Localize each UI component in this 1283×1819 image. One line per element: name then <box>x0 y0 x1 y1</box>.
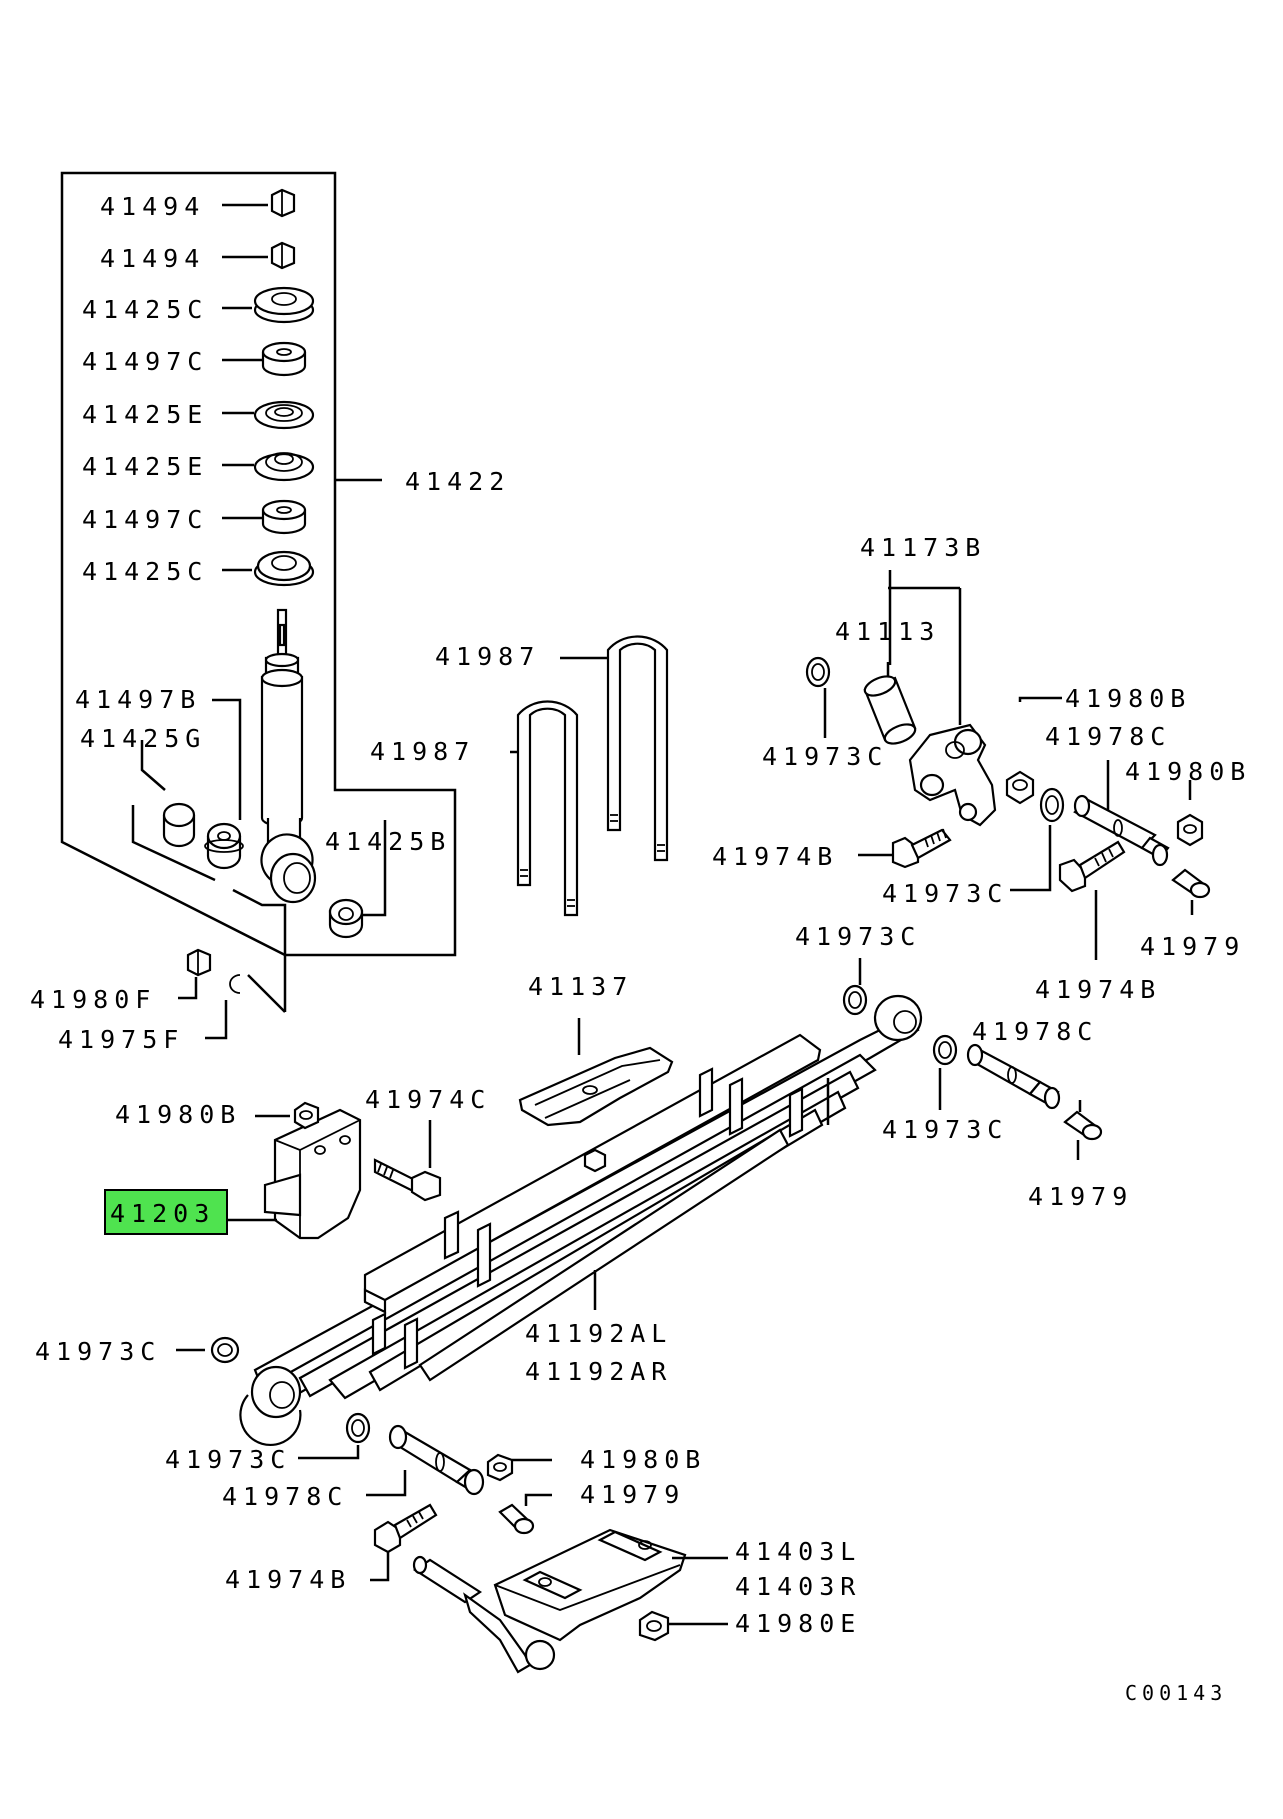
bushing-41497c-a <box>222 341 307 377</box>
label-41978c-b: 41978C <box>972 1017 1098 1046</box>
label-41494-b: 41494 <box>100 244 205 273</box>
label-41973c-d: 41973C <box>882 1115 1008 1144</box>
shackle-41173b <box>908 723 997 827</box>
nut-41980b-c <box>255 1101 320 1130</box>
label-41173b: 41173B <box>860 533 986 562</box>
label-41497b: 41497B <box>75 685 201 714</box>
label-41192al: 41192AL <box>525 1319 672 1348</box>
aux-line-a <box>131 805 216 882</box>
label-41974b-b: 41974B <box>1035 975 1161 1004</box>
nut-41980b-b <box>1176 780 1204 847</box>
washer-41973c-e <box>176 1336 240 1364</box>
washer-41425e-b <box>222 452 315 482</box>
washer-41973c-d <box>932 1034 958 1110</box>
nut-41980f <box>178 948 212 1000</box>
bolt-41974b-c <box>370 1503 438 1582</box>
grease-fitting-41979-a <box>1171 868 1211 915</box>
washer-41425e-a <box>222 400 315 430</box>
bolt-41974c <box>373 1120 442 1202</box>
pin-41978c-c <box>366 1424 485 1497</box>
label-41425c-b: 41425C <box>82 557 208 586</box>
label-41978c-a: 41978C <box>1045 722 1171 751</box>
label-41980f: 41980F <box>30 985 156 1014</box>
label-41974c: 41974C <box>365 1085 491 1114</box>
label-41403l: 41403L <box>735 1537 861 1566</box>
label-41973c-e: 41973C <box>35 1337 161 1366</box>
spring-seat-41137 <box>518 1018 674 1127</box>
label-41113: 41113 <box>835 617 940 646</box>
label-41979-b: 41979 <box>1028 1182 1133 1211</box>
nut-41980b-d <box>486 1453 552 1482</box>
label-41980b-b: 41980B <box>1125 757 1251 786</box>
bushing-41497c-b <box>222 499 307 535</box>
clip-41975f <box>205 974 241 1040</box>
grease-fitting-41979-b <box>1063 1110 1103 1160</box>
label-41980e: 41980E <box>735 1609 861 1638</box>
leader-41173b-top <box>888 570 960 590</box>
bracket-41203 <box>228 1108 362 1240</box>
label-41979-a: 41979 <box>1140 932 1245 961</box>
aux-line-c <box>247 974 286 1013</box>
label-41425c-a: 41425C <box>82 295 208 324</box>
label-41425e-b: 41425E <box>82 452 208 481</box>
bolt-41974b-b <box>1058 840 1126 960</box>
label-41975f: 41975F <box>58 1025 184 1054</box>
label-41494-a: 41494 <box>100 192 205 221</box>
grease-fitting-41979-c <box>498 1493 552 1535</box>
label-41973c-f: 41973C <box>165 1445 291 1474</box>
label-41987-b: 41987 <box>370 737 475 766</box>
spring-pad-41403 <box>412 1528 728 1674</box>
label-41974b-a: 41974B <box>712 842 838 871</box>
shock-absorber-41422 <box>260 608 317 904</box>
label-41973c-c: 41973C <box>795 922 921 951</box>
aux-line-b <box>232 888 287 1012</box>
label-41425g: 41425G <box>80 724 206 753</box>
label-41973c-b: 41973C <box>882 879 1008 908</box>
figure-code: C00143 <box>1125 1681 1227 1705</box>
label-41425e-a: 41425E <box>82 400 208 429</box>
washer-41973c-f <box>298 1412 371 1460</box>
label-41979-c: 41979 <box>580 1480 685 1509</box>
label-41497c-b: 41497C <box>82 505 208 534</box>
label-41137: 41137 <box>528 972 633 1001</box>
leaf-spring-41192 <box>239 994 923 1446</box>
u-bolt-41987-a <box>510 700 579 917</box>
u-bolt-41987-b <box>560 635 669 862</box>
label-41987-a: 41987 <box>435 642 540 671</box>
bushing-41425g <box>140 740 196 848</box>
label-41980b-c: 41980B <box>115 1100 241 1129</box>
pin-41978c-a <box>1073 760 1170 867</box>
nut-41980b-a <box>1005 696 1062 805</box>
label-41974b-c: 41974B <box>225 1565 351 1594</box>
label-41403r: 41403R <box>735 1572 861 1601</box>
washer-41973c-b <box>1010 787 1065 892</box>
label-41973c-a: 41973C <box>762 742 888 771</box>
label-41425b: 41425B <box>325 827 451 856</box>
label-41980b-a: 41980B <box>1065 684 1191 713</box>
nut-41980e <box>638 1610 728 1642</box>
label-41497c-a: 41497C <box>82 347 208 376</box>
label-41978c-c: 41978C <box>222 1482 348 1511</box>
highlight-41203 <box>104 1189 228 1235</box>
label-41422: 41422 <box>405 467 510 496</box>
nut-41494-a <box>222 188 296 218</box>
label-41192ar: 41192AR <box>525 1357 672 1386</box>
bolt-41974b-a <box>858 828 952 869</box>
bushing-41497b <box>204 698 244 870</box>
shock-group-frame <box>60 171 457 957</box>
washer-41425c-a <box>222 286 315 324</box>
nut-41494-b <box>222 241 296 270</box>
pin-41978c-b <box>966 1043 1061 1110</box>
washer-41973c-a <box>805 656 831 738</box>
label-41980b-d: 41980B <box>580 1445 706 1474</box>
pin-41113 <box>863 662 917 745</box>
washer-41425c-b <box>222 550 315 587</box>
leader-41173b <box>888 588 962 725</box>
label-41203: 41203 <box>110 1199 215 1228</box>
washer-41973c-c <box>842 958 868 1016</box>
bushing-41425b <box>328 820 387 939</box>
